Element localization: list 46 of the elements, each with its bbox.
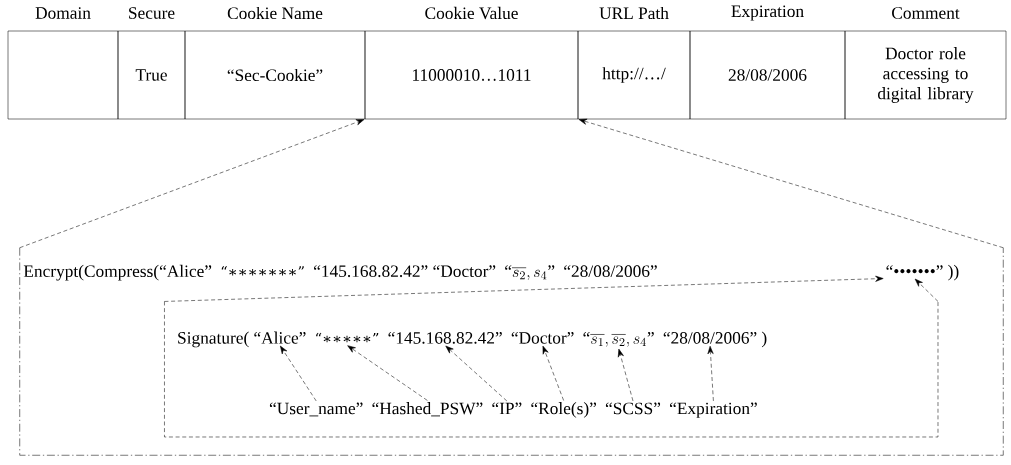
signature-frame [164, 301, 939, 438]
table-cell: “Sec-Cookie” [184, 30, 366, 120]
field-name: “Expiration” [669, 402, 757, 418]
field-name: “SCSS” [605, 402, 661, 415]
table-cell: 11000010…1011 [364, 30, 579, 120]
table-cell [7, 30, 119, 120]
table-cell: 28/08/2006 [689, 30, 846, 120]
table-cell: http://…/ [577, 30, 691, 120]
field-name: “Role(s)” [531, 402, 597, 418]
arrow [164, 275, 884, 302]
quoted-value: “28/08/2006” [663, 332, 757, 344]
quoted-value: “∗∗∗∗∗” [316, 332, 379, 343]
arrow [617, 348, 634, 402]
closing-parentheses: )) [948, 264, 959, 281]
quoted-value: “Alice” [254, 331, 306, 344]
table-cell: True [117, 30, 186, 120]
column-header: Cookie Name [227, 6, 323, 20]
field-name: “IP” [492, 402, 522, 415]
arrow [445, 345, 508, 402]
masked-value: “∗∗∗∗∗∗∗” [221, 266, 304, 276]
column-header: Expiration [731, 5, 804, 21]
quoted-value: “Doctor” [511, 332, 574, 344]
arrow [347, 345, 428, 401]
masked-value: “•••••••” [886, 265, 943, 274]
column-header: Domain [35, 7, 91, 19]
table-cell: Doctor role accessing to digital library [844, 30, 1007, 120]
arrow [19, 119, 365, 248]
column-header: Secure [129, 7, 175, 19]
quoted-value: “28/08/2006” [564, 265, 657, 278]
function-name: Signature( [178, 331, 249, 348]
arrow [707, 345, 714, 402]
arrow [578, 118, 1004, 248]
arrow [280, 345, 317, 402]
column-header: Comment [892, 7, 960, 19]
function-call-text: Encrypt(Compress(“Alice” [23, 264, 212, 281]
quoted-value: “145.168.82.42” [388, 332, 502, 344]
field-name: “Hashed_PSW” [372, 402, 483, 417]
arrow [914, 278, 939, 302]
quoted-value: $\text{“}\overline{s_1},\overline{s_2},s_4\text{”}$ [583, 332, 654, 347]
quoted-value: “145.168.82.42” “Doctor” [314, 265, 496, 278]
closing-parenthesis: ) [761, 331, 767, 348]
formula: $\text{“}\overline{s_2},s_4\text{”}$ [505, 265, 555, 280]
field-name: “User_name” [269, 402, 363, 417]
column-header: URL Path [599, 6, 669, 20]
frame [19, 247, 1004, 456]
arrow [542, 345, 564, 401]
